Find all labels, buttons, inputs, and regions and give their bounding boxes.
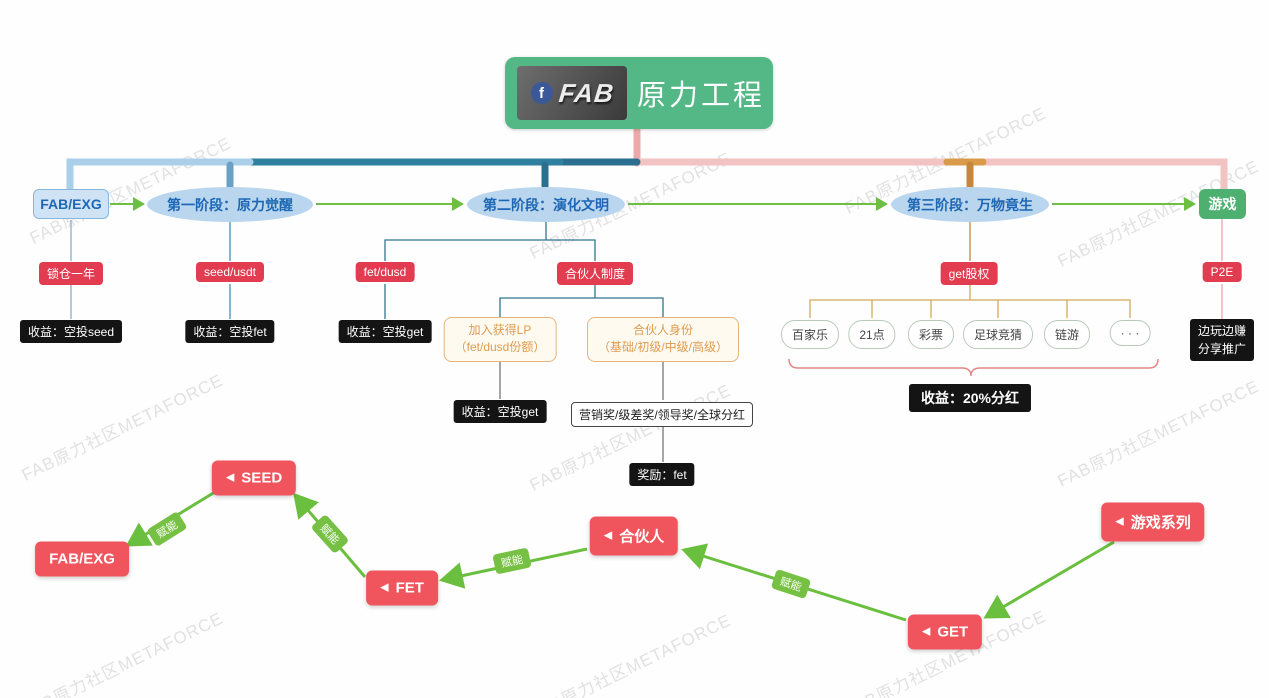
root-node: f FAB 原力工程 [505, 57, 773, 129]
node-stage2: 第二阶段：演化文明 [467, 187, 625, 222]
left-arrow-icon: ◀ [225, 471, 235, 484]
flow-seed-label: SEED [241, 469, 283, 487]
node-partner-identity: 合伙人身份 （基础/初级/中级/高级） [586, 317, 740, 362]
node-blackjack: 21点 [848, 320, 896, 349]
flow-get-label: GET [937, 623, 969, 641]
left-arrow-icon: ◀ [603, 529, 613, 542]
tag-get-equity: get股权 [940, 262, 998, 285]
flow-game-series-label: 游戏系列 [1130, 514, 1191, 532]
benefit-play-earn-line1: 边玩边赚 [1197, 324, 1247, 338]
benefit-airdrop-get-lp: 收益：空投get [453, 400, 547, 423]
benefit-dividend: 收益：20%分红 [908, 384, 1032, 412]
tag-fet-dusd: fet/dusd [355, 262, 415, 282]
left-arrow-icon: ◀ [1115, 515, 1124, 528]
node-join-lp: 加入获得LP （fet/dusd份额） [443, 317, 557, 362]
flow-fab-exg-label: FAB/EXG [49, 550, 115, 568]
benefit-play-earn-line2: 分享推广 [1197, 342, 1247, 356]
flow-node-fab-exg: FAB/EXG [35, 541, 129, 577]
flow-arrows [125, 490, 1115, 622]
node-chain-game: 链游 [1043, 320, 1091, 349]
root-title: 原力工程 [637, 80, 766, 112]
flow-node-seed: ◀ SEED [211, 460, 297, 496]
node-stage1: 第一阶段：原力觉醒 [147, 187, 313, 222]
node-fab-exg: FAB/EXG [33, 189, 109, 219]
left-arrow-icon: ◀ [380, 581, 389, 594]
partner-identity-sub: （基础/初级/中级/高级） [597, 340, 729, 355]
benefit-airdrop-fet: 收益：空投fet [185, 320, 275, 343]
flow-node-get: ◀ GET [907, 614, 983, 650]
left-arrow-icon: ◀ [921, 625, 931, 638]
node-game: 游戏 [1199, 189, 1246, 219]
partner-identity-title: 合伙人身份 [632, 323, 694, 337]
join-lp-title: 加入获得LP [468, 323, 532, 337]
flow-node-partner: ◀ 合伙人 [589, 516, 679, 556]
node-baccarat: 百家乐 [780, 320, 840, 349]
flow-node-game-series: ◀ 游戏系列 [1101, 502, 1205, 542]
node-football-betting: 足球竞猜 [962, 320, 1034, 349]
fab-logo-text: FAB [556, 77, 616, 108]
tag-seed-usdt: seed/usdt [195, 262, 265, 282]
node-lottery: 彩票 [907, 320, 955, 349]
bracket [788, 358, 1159, 377]
benefit-play-earn: 边玩边赚 分享推广 [1189, 319, 1255, 361]
join-lp-sub: （fet/dusd份额） [454, 340, 546, 355]
benefit-airdrop-seed: 收益：空投seed [19, 320, 123, 343]
node-more: · · · [1109, 320, 1151, 346]
fab-logo: f FAB [517, 66, 627, 120]
tree-bar [66, 125, 1228, 192]
node-award-types: 营销奖/级差奖/领导奖/全球分红 [570, 402, 754, 427]
reward-fet: 奖励：fet [629, 463, 695, 486]
branch-drops [70, 219, 1223, 462]
tag-p2e: P2E [1202, 262, 1242, 282]
tag-lockup: 锁仓一年 [38, 262, 104, 285]
flow-partner-label: 合伙人 [619, 528, 665, 546]
facebook-icon: f [530, 82, 553, 104]
flow-node-fet: ◀ FET [366, 570, 438, 606]
node-stage3: 第三阶段：万物竟生 [891, 187, 1049, 222]
benefit-airdrop-get: 收益：空投get [338, 320, 432, 343]
flow-fet-label: FET [395, 579, 424, 597]
tag-partner-system: 合伙人制度 [556, 262, 634, 285]
